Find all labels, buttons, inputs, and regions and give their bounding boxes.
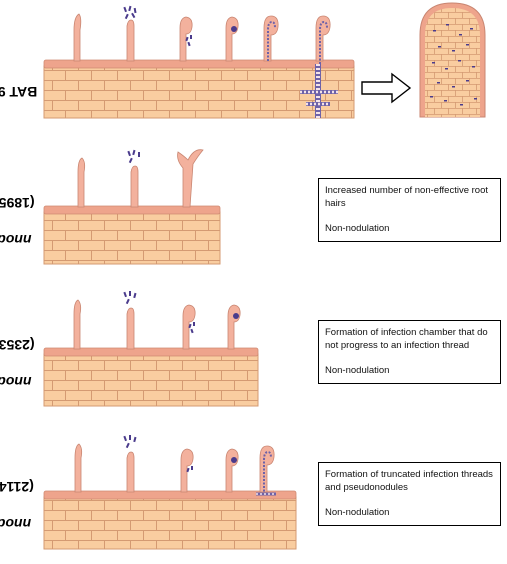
root-tissue (43, 353, 259, 407)
infection-chamber (231, 457, 237, 463)
epidermis-layer (43, 59, 355, 69)
row-label-bat93: BAT 93 (0, 84, 38, 100)
rhizobia-cluster (188, 322, 195, 334)
rhizobia-cluster (186, 466, 193, 473)
nodulation-text: Non-nodulation (325, 365, 390, 376)
row-1895-root (43, 149, 221, 265)
row-label-1895: nnod (1895) (0, 194, 35, 249)
root-hair (73, 299, 82, 350)
rhizobia-cluster (123, 291, 137, 305)
infection-chamber (231, 26, 237, 32)
nodule (419, 2, 486, 118)
rhizobia-cluster (185, 35, 192, 47)
root-hairs-row1 (73, 5, 331, 64)
root-hair (130, 165, 139, 208)
root-hair (126, 19, 135, 62)
root-hair (126, 307, 135, 350)
description-box-2353: Formation of infection chamber that do n… (318, 320, 501, 384)
nodulation-text: Non-nodulation (325, 223, 390, 234)
diagram-canvas (43, 2, 486, 550)
infection-thread (319, 20, 328, 64)
rhizobia-cluster (127, 149, 140, 164)
deformed-root-hair (177, 149, 204, 208)
description-box-2114: Formation of truncated infection threads… (318, 462, 501, 526)
infection-chamber (233, 313, 239, 319)
nodulation-text: Non-nodulation (325, 507, 390, 518)
description-box-1895: Increased number of non-effective root h… (318, 178, 501, 242)
curled-root-hair (225, 16, 239, 62)
epidermis-layer (43, 490, 297, 500)
rhizobia-cluster (123, 5, 137, 20)
root-hair (73, 13, 82, 62)
root-tissue (43, 496, 297, 550)
root-hair (74, 443, 83, 493)
curled-root-hair (182, 304, 196, 350)
root-hair (77, 157, 86, 208)
phenotype-text: Formation of truncated infection threads… (325, 469, 493, 493)
phenotype-text: Increased number of non-effective root h… (325, 185, 489, 209)
bacteroids (430, 24, 477, 106)
row-label-2353: nnod (2353) (0, 336, 35, 391)
row-label-2114: nnod (2114) (0, 478, 34, 532)
row-bat93-root (43, 59, 355, 119)
curled-root-hair (180, 448, 194, 493)
truncated-infection-thread (263, 450, 272, 495)
phenotype-text: Formation of infection chamber that do n… (325, 327, 488, 351)
root-hair (126, 451, 135, 493)
right-arrow-icon (361, 72, 412, 104)
root-tissue (43, 211, 221, 265)
curled-root-hair (225, 448, 239, 493)
infection-thread (267, 20, 276, 61)
curled-root-hair (179, 16, 193, 62)
row-2114-root (43, 435, 297, 550)
curled-root-hair (227, 304, 241, 350)
infection-thread-cortex (300, 64, 338, 118)
rhizobia-cluster (123, 435, 137, 449)
epidermis-layer (43, 347, 259, 357)
row-2353-root (43, 291, 259, 407)
